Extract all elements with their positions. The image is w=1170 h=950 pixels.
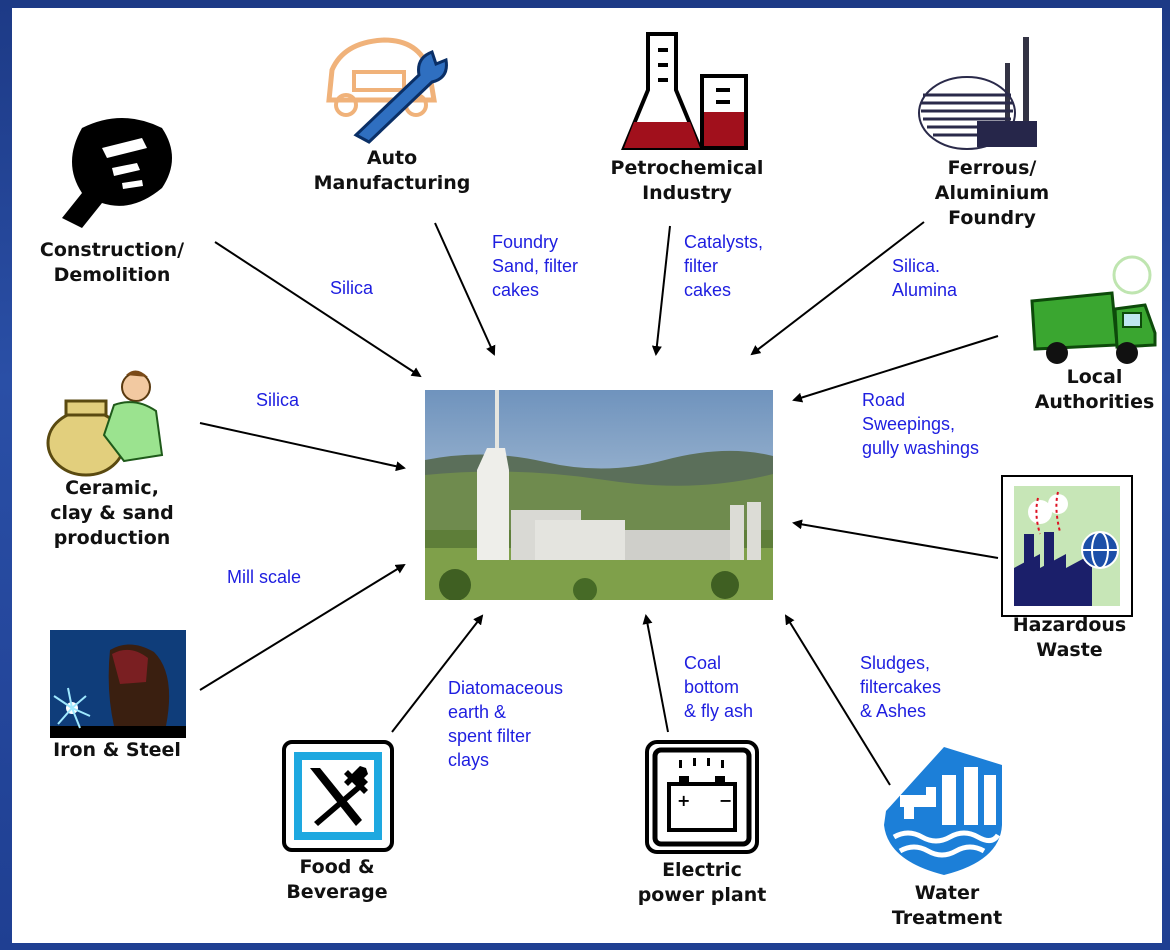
potter-icon — [46, 370, 164, 477]
arrow-food — [391, 614, 484, 733]
source-label-iron-steel: Iron & Steel — [53, 739, 181, 761]
material-label-petrochemical: Catalysts, filter cakes — [684, 232, 764, 300]
battery-icon: + − — [645, 740, 759, 854]
source-label-hazardous: Hazardous Waste — [1012, 614, 1127, 661]
material-label-auto: Foundry Sand, filter cakes — [492, 232, 579, 300]
arrow-hazardous — [792, 519, 999, 559]
source-label-ceramic: Ceramic, clay & sand production — [50, 477, 174, 549]
fork-knife-icon — [282, 740, 394, 852]
arrow-construction — [214, 241, 422, 378]
polluting-factory-globe-icon — [1001, 475, 1133, 617]
lab-flask-icon — [621, 32, 748, 150]
svg-text:+: + — [677, 791, 690, 810]
material-label-electric: Coal bottom & fly ash — [684, 653, 754, 721]
arrow-petrochemical — [651, 225, 671, 356]
welder-icon — [50, 630, 186, 738]
garbage-truck-icon — [1030, 255, 1157, 364]
material-label-construction: Silica — [330, 278, 374, 298]
factory-chimney-icon — [918, 37, 1037, 150]
source-label-petrochemical: Petrochemical Industry — [610, 157, 764, 204]
arrow-electric — [642, 614, 669, 733]
source-label-water: Water Treatment — [891, 882, 1003, 929]
water-tap-icon — [884, 747, 1002, 875]
arrow-water — [784, 614, 891, 786]
arrow-local-authorities — [792, 335, 999, 403]
source-label-electric: Electric power plant — [637, 859, 767, 906]
source-label-foundry: Ferrous/ Aluminium Foundry — [934, 157, 1050, 229]
arrow-foundry — [750, 221, 925, 356]
car-wrench-icon — [326, 37, 448, 144]
material-label-local-authorities: Road Sweepings, gully washings — [862, 390, 980, 458]
cement-plant-photo — [425, 390, 773, 600]
source-label-auto: Auto Manufacturing — [313, 147, 471, 194]
material-label-water: Sludges, filtercakes & Ashes — [860, 653, 942, 721]
source-label-local-authorities: Local Authorities — [1034, 366, 1155, 413]
diagram-canvas: Construction/ Demolition Silica Auto Man… — [12, 8, 1162, 943]
material-label-ceramic: Silica — [256, 390, 300, 410]
svg-text:−: − — [719, 791, 732, 810]
material-label-food: Diatomaceous earth & spent filter clays — [448, 678, 564, 770]
arrow-ceramic — [199, 422, 406, 472]
material-label-foundry: Silica. Alumina — [892, 256, 958, 300]
material-label-iron-steel: Mill scale — [227, 567, 302, 587]
source-label-construction: Construction/ Demolition — [39, 239, 185, 286]
flow-arrows — [199, 221, 999, 786]
hammer-saw-icon — [62, 118, 172, 228]
arrow-auto — [434, 222, 496, 356]
source-label-food: Food & Beverage — [286, 856, 388, 903]
arrow-iron-steel — [199, 563, 406, 691]
